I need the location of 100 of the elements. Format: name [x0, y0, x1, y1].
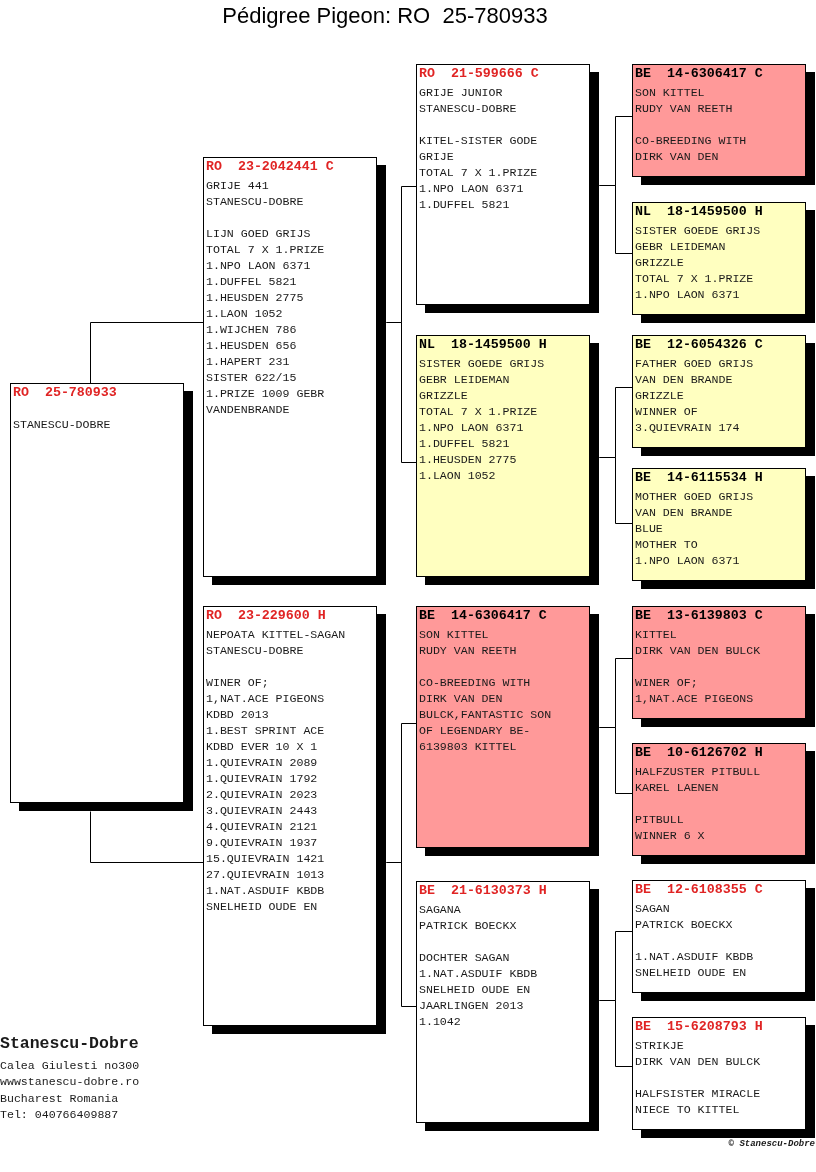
- connector-line: [599, 1000, 633, 1067]
- connector-line: [90, 811, 204, 863]
- pigeon-info-text: NEPOATA KITTEL-SAGAN: [206, 627, 346, 643]
- city-text: Bucharest Romania: [0, 1091, 119, 1107]
- pigeon-info-text: LIJN GOED GRIJS: [206, 226, 311, 242]
- connector-line: [599, 185, 633, 254]
- ring-number: NL 18-1459500 H: [419, 337, 547, 353]
- pigeon-info-text: 1,NAT.ACE PIGEONS KDBD 2013: [206, 691, 325, 723]
- pigeon-info-text: 1.DUFFEL 5821: [206, 274, 297, 290]
- pigeon-info-text: NIECE TO KITTEL: [635, 1102, 740, 1118]
- pigeon-info-text: 1.HAPERT 231: [206, 354, 290, 370]
- pigeon-info-text: GEBR LEIDEMAN: [419, 372, 510, 388]
- pigeon-info-text: RUDY VAN REETH: [419, 643, 517, 659]
- pigeon-info-text: WINER OF;: [206, 675, 269, 691]
- connector-line: [386, 322, 417, 463]
- ring-number: BE 13-6139803 C: [635, 608, 763, 624]
- pigeon-info-text: 1.DUFFEL 5821: [419, 436, 510, 452]
- connector-line: [90, 322, 204, 384]
- pigeon-info-text: VAN DEN BRANDE: [635, 505, 733, 521]
- page-title: Pédigree Pigeon: RO 25-780933: [222, 3, 548, 29]
- ring-number: RO 23-2042441 C: [206, 159, 334, 175]
- pigeon-info-text: SON KITTEL: [419, 627, 489, 643]
- ring-number: BE 14-6306417 C: [419, 608, 547, 624]
- pigeon-info-text: 9.QUIEVRAIN 1937: [206, 835, 318, 851]
- pigeon-info-text: 1.WIJCHEN 786: [206, 322, 297, 338]
- pigeon-info-text: 1.NPO LAON 6371: [635, 553, 740, 569]
- pigeon-info-text: KITEL-SISTER GODE GRIJE: [419, 133, 538, 165]
- pigeon-info-text: STANESCU-DOBRE: [206, 194, 304, 210]
- ring-number: BE 15-6208793 H: [635, 1019, 763, 1035]
- pigeon-info-text: 1.BEST SPRINT ACE KDBD EVER 10 X 1: [206, 723, 325, 755]
- pigeon-info-text: PATRICK BOECKX: [419, 918, 517, 934]
- pigeon-info-text: WINNER 6 X: [635, 828, 705, 844]
- pigeon-info-text: GRIZZLE: [635, 388, 684, 404]
- pigeon-info-text: BLUE: [635, 521, 663, 537]
- connector-line: [386, 862, 417, 1007]
- pigeon-info-text: 1.NPO LAON 6371: [419, 420, 524, 436]
- pigeon-info-text: 2.QUIEVRAIN 2023: [206, 787, 318, 803]
- ring-number: BE 12-6108355 C: [635, 882, 763, 898]
- pigeon-info-text: MOTHER GOED GRIJS: [635, 489, 754, 505]
- pigeon-info-text: SISTER GOEDE GRIJS: [419, 356, 545, 372]
- pigeon-info-text: RUDY VAN REETH: [635, 101, 733, 117]
- ring-number: BE 12-6054326 C: [635, 337, 763, 353]
- pigeon-info-text: 1.LAON 1052: [419, 468, 496, 484]
- pigeon-info-text: 3.QUIEVRAIN 2443: [206, 803, 318, 819]
- ring-number: NL 18-1459500 H: [635, 204, 763, 220]
- pigeon-info-text: HALFSISTER MIRACLE: [635, 1086, 761, 1102]
- connector-line: [599, 457, 633, 524]
- pigeon-info-text: SON KITTEL: [635, 85, 705, 101]
- pigeon-info-text: 1.1042: [419, 1014, 461, 1030]
- breeder-name: Stanescu-Dobre: [0, 1035, 139, 1053]
- pigeon-info-text: 1.NAT.ASDUIF KBDB SNELHEID OUDE EN: [206, 883, 325, 915]
- pigeon-info-text: WINER OF;: [635, 675, 698, 691]
- ring-number: RO 25-780933: [13, 385, 117, 401]
- ring-number: BE 21-6130373 H: [419, 883, 547, 899]
- pigeon-info-text: HALFZUSTER PITBULL: [635, 764, 761, 780]
- pigeon-info-text: 1.NPO LAON 6371: [206, 258, 311, 274]
- pigeon-info-text: 1.HEUSDEN 2775: [419, 452, 517, 468]
- pigeon-info-text: SISTER GOEDE GRIJS: [635, 223, 761, 239]
- pigeon-info-text: 1.NPO LAON 6371: [635, 287, 740, 303]
- pigeon-info-text: MOTHER TO: [635, 537, 698, 553]
- pigeon-info-text: GRIJE 441: [206, 178, 269, 194]
- pigeon-info-text: GRIZZLE: [635, 255, 684, 271]
- connector-line: [599, 727, 633, 794]
- pigeon-info-text: STANESCU-DOBRE: [419, 101, 517, 117]
- pigeon-info-text: PITBULL: [635, 812, 684, 828]
- pigeon-info-text: 15.QUIEVRAIN 1421: [206, 851, 325, 867]
- pigeon-info-text: CO-BREEDING WITH DIRK VAN DEN BULCK,FANTASTIC SON OF LEGENDARY BE-6139803 KITTEL: [419, 675, 552, 755]
- pigeon-info-text: 1,NAT.ACE PIGEONS: [635, 691, 754, 707]
- pigeon-info-text: FATHER GOED GRIJS: [635, 356, 754, 372]
- pigeon-info-text: GEBR LEIDEMAN: [635, 239, 726, 255]
- copyright-text: © Stanescu-Dobre: [728, 1139, 815, 1150]
- ring-number: BE 14-6306417 C: [635, 66, 763, 82]
- pigeon-info-text: 1.QUIEVRAIN 1792: [206, 771, 318, 787]
- pigeon-info-text: 1.NAT.ASDUIF KBDB SNELHEID OUDE EN: [635, 949, 754, 981]
- pigeon-info-text: 4.QUIEVRAIN 2121: [206, 819, 318, 835]
- pigeon-info-text: SAGAN: [635, 901, 670, 917]
- pigeon-info-text: 1.QUIEVRAIN 2089: [206, 755, 318, 771]
- pigeon-info-text: KAREL LAENEN: [635, 780, 719, 796]
- pigeon-info-text: DIRK VAN DEN BULCK: [635, 643, 761, 659]
- pigeon-info-text: SISTER 622/15: [206, 370, 297, 386]
- pigeon-info-text: PATRICK BOECKX: [635, 917, 733, 933]
- pigeon-info-text: TOTAL 7 X 1.PRIZE: [419, 404, 538, 420]
- pigeon-info-text: SAGANA: [419, 902, 461, 918]
- ring-number: BE 10-6126702 H: [635, 745, 763, 761]
- pigeon-info-text: GRIZZLE: [419, 388, 468, 404]
- pigeon-info-text: STANESCU-DOBRE: [206, 643, 304, 659]
- address-text: Calea Giulesti no300: [0, 1058, 140, 1074]
- pigeon-info-text: 1.PRIZE 1009 GEBR VANDENBRANDE: [206, 386, 325, 418]
- pigeon-info-text: TOTAL 7 X 1.PRIZE: [419, 165, 538, 181]
- ring-number: RO 21-599666 C: [419, 66, 539, 82]
- pigeon-info-text: 1.HEUSDEN 656: [206, 338, 297, 354]
- pigeon-info-text: VAN DEN BRANDE: [635, 372, 733, 388]
- pigeon-info-text: WINNER OF: [635, 404, 698, 420]
- pigeon-info-text: 1.NAT.ASDUIF KBDB SNELHEID OUDE EN JAARLINGEN 2013: [419, 966, 538, 1014]
- pigeon-info-text: 1.LAON 1052: [206, 306, 283, 322]
- pigeon-info-text: 3.QUIEVRAIN 174: [635, 420, 740, 436]
- pigeon-info-text: GRIJE JUNIOR: [419, 85, 503, 101]
- pigeon-info-text: 1.DUFFEL 5821: [419, 197, 510, 213]
- pigeon-info-text: KITTEL: [635, 627, 677, 643]
- ring-number: RO 23-229600 H: [206, 608, 326, 624]
